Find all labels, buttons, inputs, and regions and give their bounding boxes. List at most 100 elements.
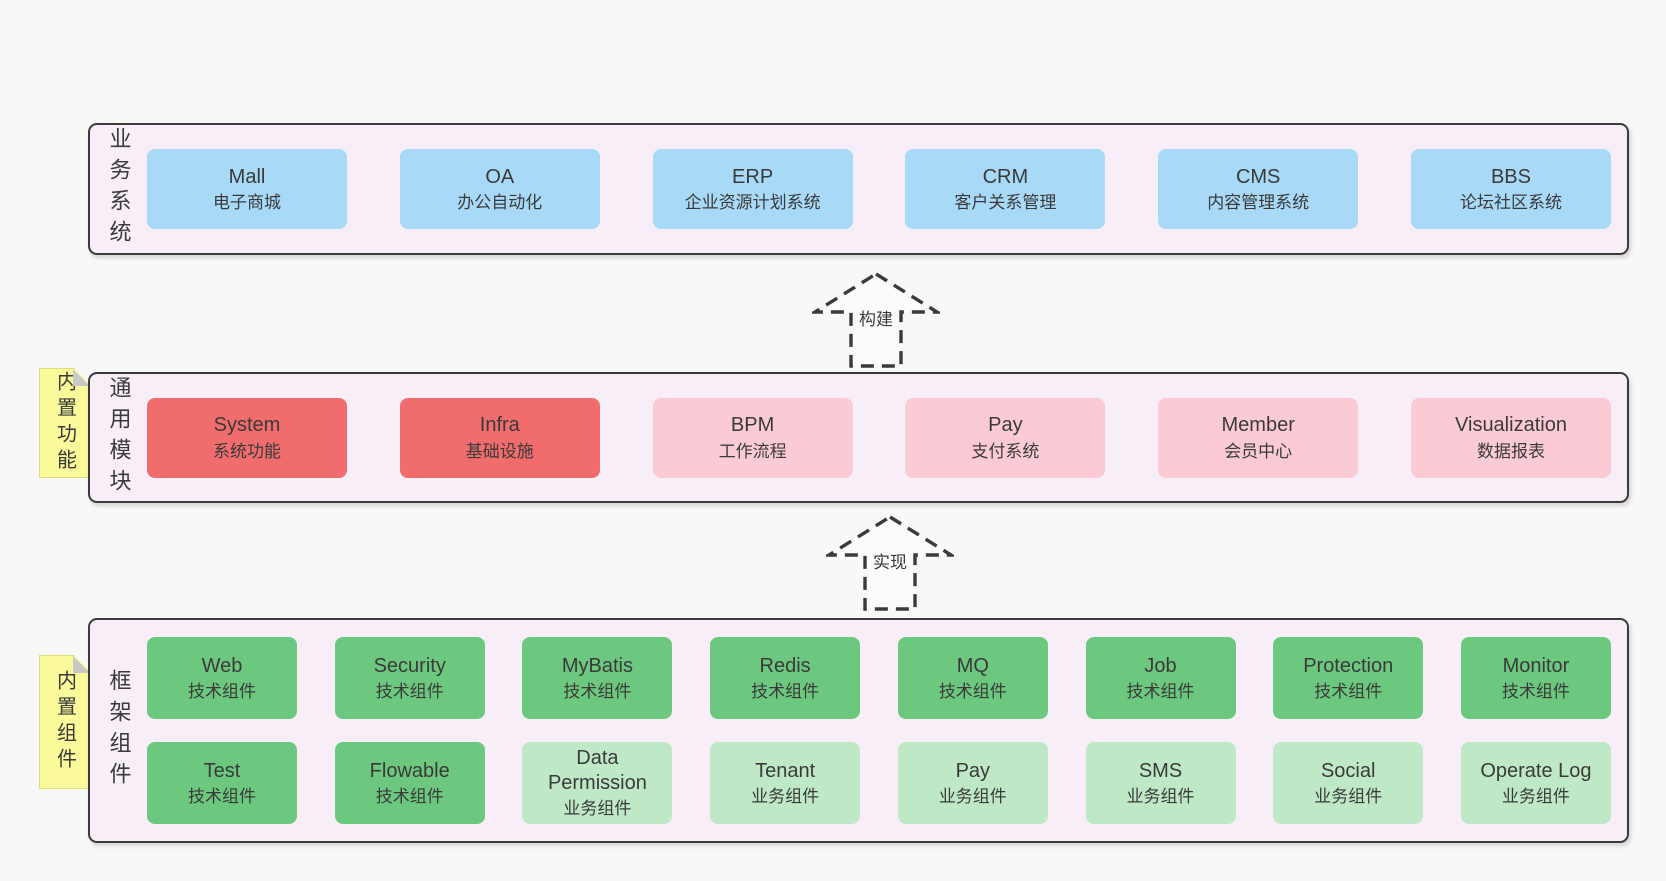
box-infra: Infra 基础设施 (399, 397, 600, 478)
box-subtitle: 技术组件 (188, 682, 256, 702)
business-systems-boxes: Mall 电子商城 OA 办公自动化 ERP 企业资源计划系统 CRM 客户关系… (147, 125, 1627, 253)
box-subtitle: 业务组件 (563, 799, 632, 819)
box-subtitle: 技术组件 (1314, 682, 1383, 702)
box-subtitle: 基础设施 (465, 441, 534, 461)
box-subtitle: 企业资源计划系统 (684, 193, 821, 213)
box-mq: MQ 技术组件 (897, 637, 1048, 719)
box-job: Job 技术组件 (1085, 637, 1236, 719)
box-subtitle: 业务组件 (751, 787, 820, 807)
box-pay-component: Pay 业务组件 (897, 742, 1048, 824)
box-subtitle: 办公自动化 (457, 193, 543, 213)
box-protection: Protection 技术组件 (1273, 637, 1424, 719)
box-subtitle: 客户关系管理 (954, 193, 1057, 213)
box-title: CRM (982, 165, 1029, 188)
box-security: Security 技术组件 (334, 637, 485, 719)
band-common-modules: 通用模块 System 系统功能 Infra 基础设施 BPM 工作流程 Pay… (88, 372, 1629, 503)
box-subtitle: 支付系统 (971, 441, 1040, 461)
common-modules-boxes: System 系统功能 Infra 基础设施 BPM 工作流程 Pay 支付系统… (147, 374, 1627, 501)
box-subtitle: 技术组件 (1126, 682, 1195, 702)
box-pay: Pay 支付系统 (905, 397, 1106, 478)
biz-components-row: Test 技术组件 Flowable 技术组件 Data Permission … (147, 742, 1611, 824)
arrow-build-label: 构建 (856, 308, 896, 333)
band-label-framework-components: 框架组件 (106, 668, 132, 793)
box-subtitle: 电子商城 (213, 193, 281, 213)
box-subtitle: 技术组件 (1501, 682, 1570, 702)
box-erp: ERP 企业资源计划系统 (652, 149, 853, 229)
box-title: Protection (1303, 654, 1394, 677)
box-bpm: BPM 工作流程 (652, 397, 853, 478)
band-label-common-modules: 通用模块 (106, 375, 132, 500)
box-title: Member (1221, 414, 1295, 437)
box-title: CMS (1235, 165, 1281, 188)
sticky-label: 内置组件 (53, 670, 76, 774)
box-subtitle: 技术组件 (375, 682, 444, 702)
box-tenant: Tenant 业务组件 (710, 742, 861, 824)
box-title: Test (203, 759, 241, 782)
box-subtitle: 系统功能 (213, 441, 281, 461)
sticky-built-in-components: 内置组件 (39, 655, 91, 789)
box-operate-log: Operate Log 业务组件 (1460, 742, 1611, 824)
box-title: Monitor (1502, 654, 1570, 677)
box-subtitle: 技术组件 (375, 787, 444, 807)
box-subtitle: 工作流程 (718, 441, 787, 461)
box-title: Job (1144, 654, 1177, 677)
box-crm: CRM 客户关系管理 (905, 149, 1106, 229)
arrow-implement: 实现 (826, 514, 954, 612)
box-subtitle: 内容管理系统 (1207, 193, 1310, 213)
box-redis: Redis 技术组件 (710, 637, 861, 719)
tech-components-row: Web 技术组件 Security 技术组件 MyBatis 技术组件 Redi… (147, 637, 1611, 719)
box-subtitle: 论坛社区系统 (1459, 193, 1562, 213)
box-title: SMS (1138, 759, 1183, 782)
box-subtitle: 业务组件 (1501, 787, 1570, 807)
box-title: Tenant (755, 759, 816, 782)
box-title: Infra (479, 414, 520, 437)
box-visualization: Visualization 数据报表 (1410, 397, 1611, 478)
box-title: ERP (732, 165, 774, 188)
sticky-label: 内置功能 (53, 371, 76, 475)
box-test: Test 技术组件 (147, 742, 297, 824)
box-subtitle: 业务组件 (1314, 787, 1383, 807)
box-title: Social (1320, 759, 1376, 782)
box-oa: OA 办公自动化 (399, 149, 600, 229)
box-social: Social 业务组件 (1273, 742, 1424, 824)
box-title: Operate Log (1480, 759, 1592, 782)
box-mybatis: MyBatis 技术组件 (522, 637, 673, 719)
box-subtitle: 技术组件 (751, 682, 820, 702)
box-flowable: Flowable 技术组件 (334, 742, 485, 824)
box-title: Redis (759, 654, 811, 677)
box-subtitle: 技术组件 (563, 682, 632, 702)
box-subtitle: 业务组件 (938, 787, 1007, 807)
band-business-systems: 业务系统 Mall 电子商城 OA 办公自动化 ERP 企业资源计划系统 CRM… (88, 123, 1629, 255)
box-mall: Mall 电子商城 (147, 149, 347, 229)
box-title: MyBatis (561, 654, 633, 677)
band-framework-components: 框架组件 Web 技术组件 Security 技术组件 MyBatis 技术组件… (88, 618, 1629, 843)
box-subtitle: 技术组件 (938, 682, 1007, 702)
box-subtitle: 技术组件 (188, 787, 256, 807)
box-title: Security (373, 654, 446, 677)
band-label-business-systems: 业务系统 (106, 127, 132, 251)
box-system: System 系统功能 (147, 397, 347, 478)
box-title: Mall (228, 165, 266, 188)
box-title: Pay (955, 759, 991, 782)
box-title: Visualization (1455, 414, 1567, 437)
box-subtitle: 业务组件 (1126, 787, 1195, 807)
box-web: Web 技术组件 (147, 637, 297, 719)
arrow-build: 构建 (812, 271, 940, 369)
box-title: MQ (956, 654, 989, 677)
arrow-implement-label: 实现 (870, 551, 910, 576)
box-subtitle: 会员中心 (1224, 441, 1293, 461)
box-title: Pay (988, 414, 1023, 437)
box-cms: CMS 内容管理系统 (1158, 149, 1359, 229)
box-monitor: Monitor 技术组件 (1460, 637, 1611, 719)
box-title: BBS (1490, 165, 1531, 188)
box-bbs: BBS 论坛社区系统 (1410, 149, 1611, 229)
box-member: Member 会员中心 (1158, 397, 1359, 478)
box-sms: SMS 业务组件 (1085, 742, 1236, 824)
box-title: Data Permission (547, 747, 647, 794)
framework-components-rows: Web 技术组件 Security 技术组件 MyBatis 技术组件 Redi… (147, 620, 1627, 841)
box-title: Web (201, 654, 243, 677)
box-subtitle: 数据报表 (1476, 441, 1545, 461)
box-title: System (213, 414, 281, 437)
box-title: Flowable (369, 759, 450, 782)
